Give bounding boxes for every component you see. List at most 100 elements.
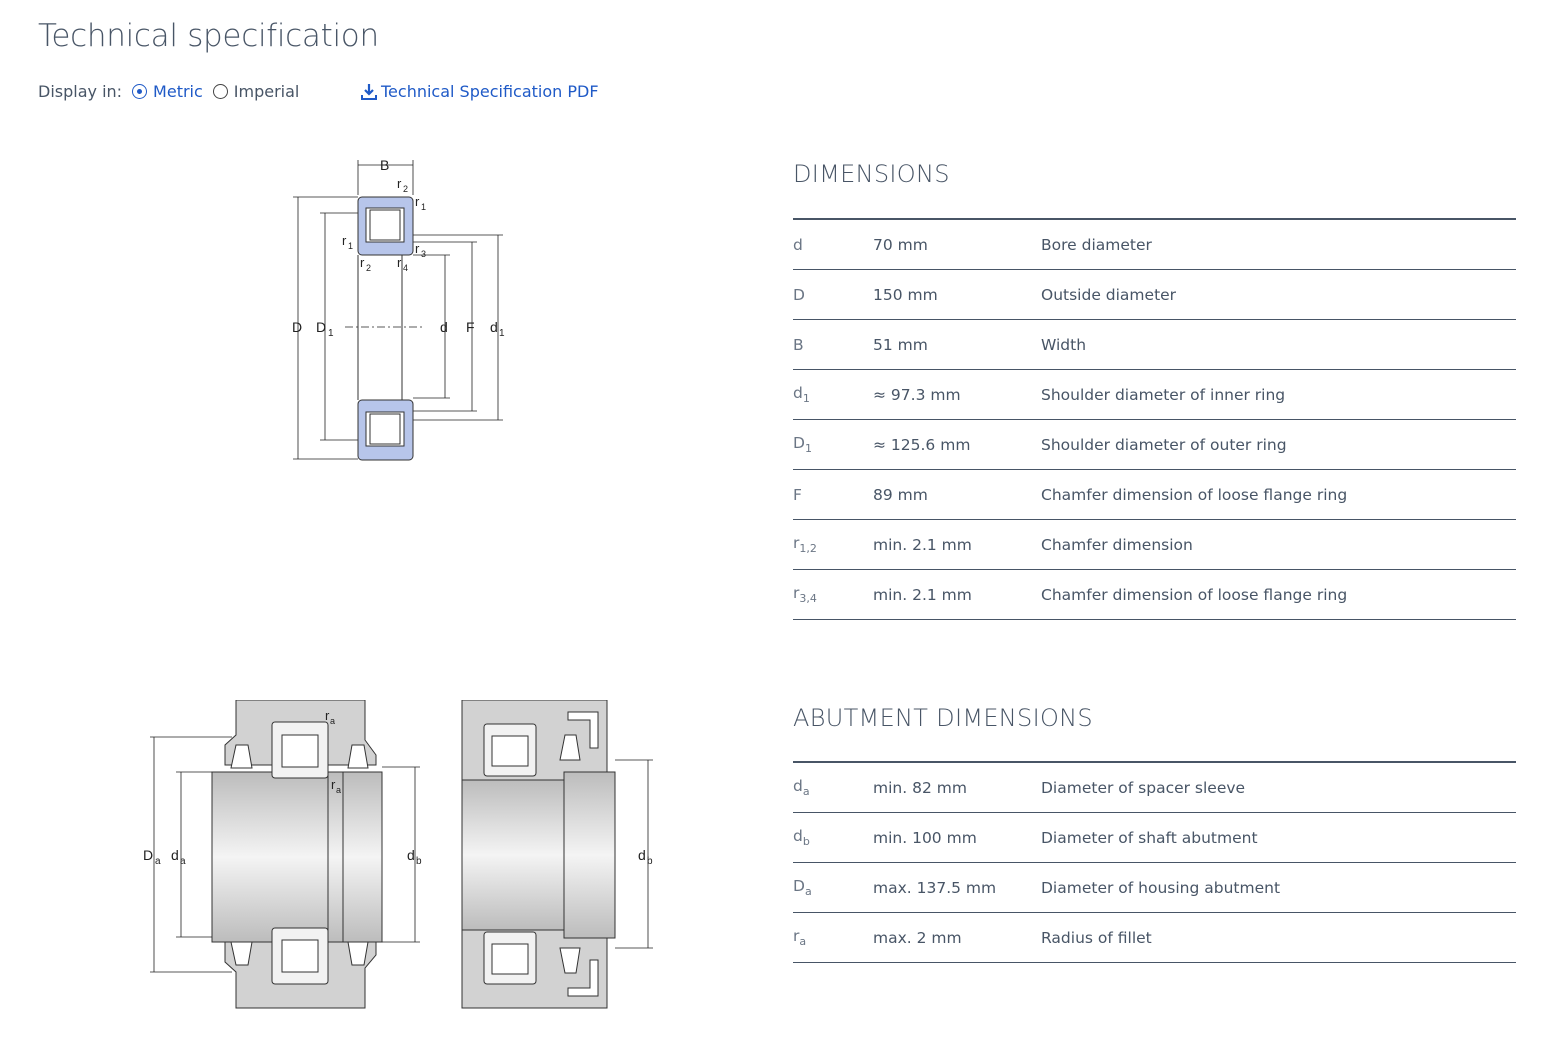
value-cell: min. 82 mm xyxy=(873,778,967,797)
label-r2-bottom: r xyxy=(360,255,365,270)
label-ra-top: r xyxy=(325,708,330,723)
label-ra-inner: r xyxy=(331,777,336,792)
table-row: Da max. 137.5 mm Diameter of housing abutm… xyxy=(793,863,1516,913)
symbol-subscript: b xyxy=(802,835,810,849)
table-row: d 70 mm Bore diameter xyxy=(793,220,1516,270)
description-cell: Shoulder diameter of inner ring xyxy=(1041,385,1286,404)
label-D1-sub: 1 xyxy=(328,328,334,339)
table-row: db min. 100 mm Diameter of shaft abutment xyxy=(793,813,1516,863)
symbol-subscript: a xyxy=(802,785,810,799)
label-d1: d xyxy=(490,319,498,335)
symbol-letter: d xyxy=(793,383,803,402)
abutment-drawing-right: d b xyxy=(461,700,653,1009)
label-F: F xyxy=(466,319,475,335)
value-cell: max. 137.5 mm xyxy=(873,878,997,897)
page-title: Technical specification xyxy=(38,18,379,54)
label-r1-left-sub: 1 xyxy=(348,241,353,251)
symbol-letter: r xyxy=(793,583,800,602)
label-r3: r xyxy=(415,241,420,256)
label-D1: D xyxy=(316,319,326,335)
unit-selector: Display in: Metric Imperial xyxy=(38,82,309,101)
symbol-letter: F xyxy=(793,485,802,504)
table-row: r3,4 min. 2.1 mm Chamfer dimension of loos… xyxy=(793,570,1516,620)
metric-radio[interactable]: Metric xyxy=(132,82,203,101)
symbol-cell: da xyxy=(793,777,873,798)
label-r4-sub: 4 xyxy=(403,263,408,273)
symbol-subscript: a xyxy=(799,935,807,949)
symbol-letter: d xyxy=(793,235,803,254)
technical-specification-pdf-link[interactable]: Technical Specification PDF xyxy=(360,82,599,101)
value-cell: 89 mm xyxy=(873,485,928,504)
label-r2-top: r xyxy=(397,176,402,191)
bearing-section-drawing: B D D 1 d F d 1 r 2 r 1 r 1 r 3 r 2 r 4 xyxy=(292,157,505,461)
symbol-subscript: 3,4 xyxy=(799,592,817,606)
label-db-left: d xyxy=(407,847,415,863)
symbol-letter: r xyxy=(793,926,800,945)
description-cell: Outside diameter xyxy=(1041,285,1177,304)
symbol-letter: D xyxy=(793,285,805,304)
description-cell: Chamfer dimension xyxy=(1041,535,1193,554)
dimensions-title: DIMENSIONS xyxy=(793,160,950,188)
label-B: B xyxy=(380,157,389,173)
metric-label: Metric xyxy=(153,82,203,101)
symbol-cell: r1,2 xyxy=(793,534,873,555)
value-cell: ≈ 97.3 mm xyxy=(873,385,961,404)
label-r1-left: r xyxy=(342,233,347,248)
imperial-radio[interactable]: Imperial xyxy=(212,82,299,101)
symbol-subscript: a xyxy=(804,885,812,899)
label-d: d xyxy=(440,319,448,335)
description-cell: Diameter of housing abutment xyxy=(1041,878,1281,897)
download-icon xyxy=(361,83,377,100)
label-D: D xyxy=(292,319,302,335)
description-cell: Chamfer dimension of loose flange ring xyxy=(1041,585,1348,604)
symbol-cell: F xyxy=(793,486,873,504)
value-cell: max. 2 mm xyxy=(873,928,962,947)
value-cell: min. 2.1 mm xyxy=(873,535,972,554)
label-Da: D xyxy=(143,847,153,863)
symbol-letter: r xyxy=(793,533,800,552)
label-r3-sub: 3 xyxy=(421,249,426,259)
label-r1-top-sub: 1 xyxy=(421,202,426,212)
symbol-subscript: 1,2 xyxy=(799,542,817,556)
description-cell: Width xyxy=(1041,335,1087,354)
symbol-cell: d1 xyxy=(793,384,873,405)
symbol-cell: d xyxy=(793,236,873,254)
label-db-right: d xyxy=(638,847,646,863)
value-cell: 150 mm xyxy=(873,285,938,304)
label-r4: r xyxy=(397,255,402,270)
label-r2-bottom-sub: 2 xyxy=(366,263,371,273)
label-db-left-sub: b xyxy=(416,856,422,867)
symbol-letter: d xyxy=(793,776,803,795)
symbol-cell: D xyxy=(793,286,873,304)
symbol-letter: D xyxy=(793,433,805,452)
label-r2-top-sub: 2 xyxy=(403,184,408,194)
value-cell: min. 100 mm xyxy=(873,828,977,847)
symbol-letter: d xyxy=(793,826,803,845)
abutment-dimensions-title: ABUTMENT DIMENSIONS xyxy=(793,704,1093,732)
description-cell: Diameter of spacer sleeve xyxy=(1041,778,1246,797)
symbol-cell: ra xyxy=(793,927,873,948)
label-d1-sub: 1 xyxy=(499,328,505,339)
description-cell: Bore diameter xyxy=(1041,235,1152,254)
value-cell: 51 mm xyxy=(873,335,928,354)
label-da-sub: a xyxy=(180,856,186,867)
abutment-drawing-left: D a d a d b r a r a xyxy=(143,700,422,1009)
value-cell: min. 2.1 mm xyxy=(873,585,972,604)
symbol-cell: B xyxy=(793,336,873,354)
value-cell: 70 mm xyxy=(873,235,928,254)
symbol-letter: D xyxy=(793,876,805,895)
value-cell: ≈ 125.6 mm xyxy=(873,435,971,454)
description-cell: Diameter of shaft abutment xyxy=(1041,828,1258,847)
description-cell: Shoulder diameter of outer ring xyxy=(1041,435,1287,454)
label-ra-top-sub: a xyxy=(330,716,335,726)
symbol-subscript: 1 xyxy=(802,392,810,406)
label-da: d xyxy=(171,847,179,863)
table-row: D 150 mm Outside diameter xyxy=(793,270,1516,320)
